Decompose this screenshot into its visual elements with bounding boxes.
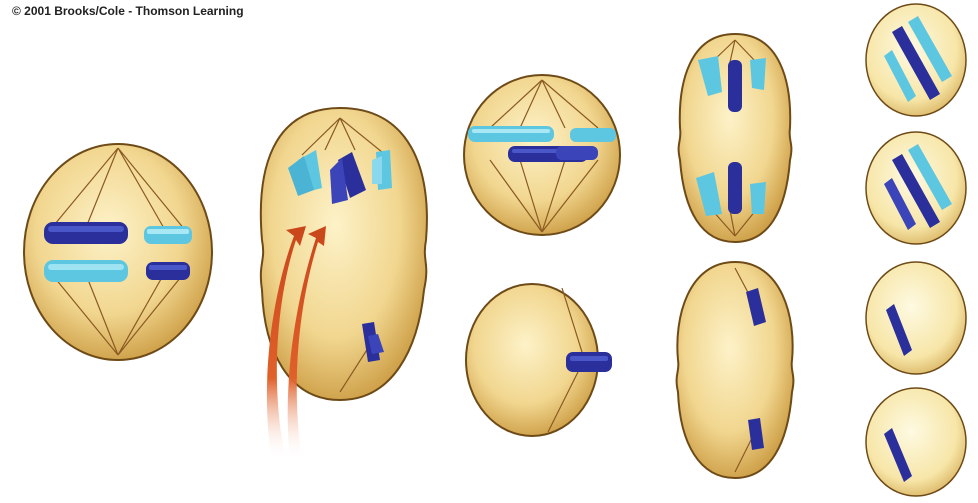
chromosome-pair-light	[44, 260, 128, 282]
gamete-1	[866, 4, 966, 116]
small-chromosome-dark	[146, 262, 190, 280]
cell-metaphase-1	[24, 144, 212, 360]
small-chromosome-light	[144, 226, 192, 244]
cell-anaphase-2-bottom	[677, 262, 794, 478]
cell-metaphase-2-top	[464, 75, 620, 235]
cell-anaphase-1	[261, 108, 427, 460]
gamete-3	[866, 262, 966, 374]
chromosome-pair-dark	[44, 222, 128, 244]
cell-anaphase-2-top	[679, 34, 792, 242]
gamete-4	[866, 388, 966, 496]
cell-metaphase-2-bottom	[466, 284, 612, 436]
gamete-2	[866, 132, 966, 244]
